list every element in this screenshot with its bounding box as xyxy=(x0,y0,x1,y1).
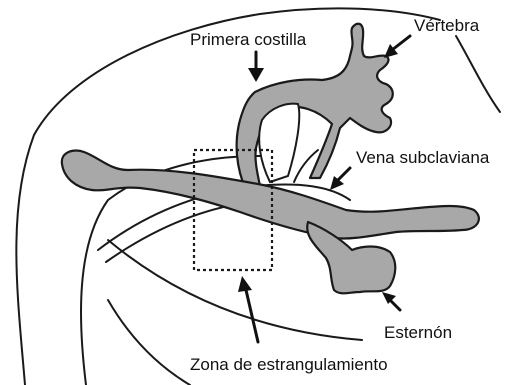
arm-lower-line xyxy=(108,300,190,385)
vertebra-label: Vértebra xyxy=(414,17,479,34)
constriction-zone-arrow xyxy=(238,276,258,342)
subclavian-vein-arrow xyxy=(330,168,350,190)
sternum-label: Esternón xyxy=(384,324,452,341)
sternum-arrow xyxy=(382,292,400,310)
neck-curve xyxy=(456,36,500,112)
vertebra-arrow xyxy=(384,36,410,58)
subclavian-vein-label: Vena subclaviana xyxy=(356,149,489,166)
first-rib-label: Primera costilla xyxy=(190,31,306,48)
first-rib-arrow xyxy=(248,52,264,82)
rib-inner-gap xyxy=(259,104,299,182)
constriction-zone-label: Zona de estrangulamiento xyxy=(190,356,388,373)
